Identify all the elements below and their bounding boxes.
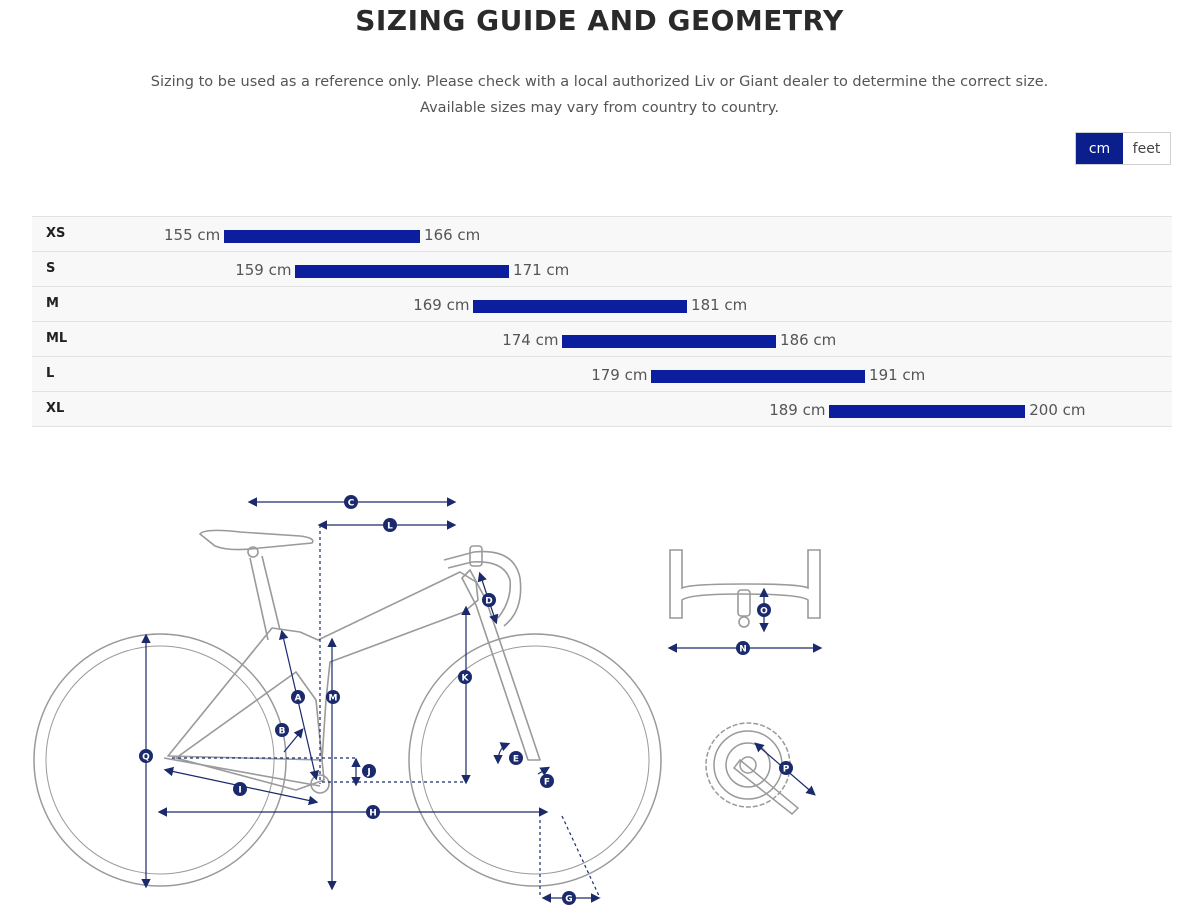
marker-j: J: [362, 764, 376, 778]
svg-text:L: L: [387, 522, 393, 532]
svg-text:A: A: [295, 694, 302, 704]
marker-l: L: [383, 518, 397, 532]
svg-text:H: H: [369, 809, 377, 819]
svg-text:D: D: [485, 597, 492, 607]
svg-text:B: B: [279, 727, 286, 737]
marker-o: O: [757, 603, 771, 617]
size-label: ML: [46, 331, 68, 346]
svg-text:Q: Q: [142, 753, 150, 763]
max-height-label: 200 cm: [1029, 401, 1086, 419]
handlebar-side: [443, 545, 522, 627]
min-height-label: 155 cm: [163, 226, 221, 244]
min-height-label: 179 cm: [591, 366, 648, 384]
min-height-label: 174 cm: [502, 331, 559, 349]
min-height-label: 159 cm: [235, 261, 292, 279]
max-height-label: 186 cm: [780, 331, 837, 349]
min-height-label: 169 cm: [413, 296, 470, 314]
height-range-bar: [473, 300, 688, 313]
size-row: XS 155 cm 166 cm: [32, 216, 1172, 251]
marker-k: K: [458, 670, 472, 684]
height-range-bar: [295, 265, 510, 278]
marker-g: G: [562, 891, 576, 905]
rear-wheel: [33, 633, 287, 887]
height-range-bar: [651, 370, 866, 383]
svg-text:N: N: [739, 645, 747, 655]
size-chart: XS 155 cm 166 cm S 159 cm 171 cm M 169 c…: [32, 216, 1172, 427]
svg-text:C: C: [348, 499, 355, 509]
svg-text:J: J: [366, 768, 370, 778]
page-title: SIZING GUIDE AND GEOMETRY: [355, 4, 844, 37]
max-height-label: 191 cm: [869, 366, 926, 384]
marker-p: P: [779, 761, 793, 775]
marker-h: H: [366, 805, 380, 819]
svg-text:F: F: [544, 778, 550, 788]
max-height-label: 166 cm: [424, 226, 481, 244]
max-height-label: 181 cm: [691, 296, 748, 314]
unit-toggle: cm feet: [1075, 132, 1171, 165]
geometry-diagram: C L D K M A B Q E J F I H G O N P: [33, 495, 823, 905]
marker-m: M: [326, 690, 340, 704]
size-row: S 159 cm 171 cm: [32, 251, 1172, 286]
saddle: [198, 529, 314, 558]
height-range-bar: [829, 405, 1026, 418]
size-row: XL 189 cm 200 cm: [32, 391, 1172, 427]
handlebar-top-view: [669, 549, 821, 628]
size-label: S: [46, 261, 56, 276]
size-label: XL: [46, 401, 65, 416]
marker-f: F: [540, 774, 554, 788]
marker-q: Q: [139, 749, 153, 763]
min-height-label: 189 cm: [769, 401, 826, 419]
marker-e: E: [509, 751, 523, 765]
front-wheel: [408, 633, 662, 887]
size-row: L 179 cm 191 cm: [32, 356, 1172, 391]
height-range-bar: [562, 335, 777, 348]
size-label: XS: [46, 226, 66, 241]
marker-i: I: [233, 782, 247, 796]
svg-text:M: M: [329, 694, 338, 704]
sizing-note: Sizing to be used as a reference only. P…: [150, 74, 1049, 90]
svg-text:G: G: [565, 895, 572, 905]
marker-a: A: [291, 690, 305, 704]
height-range-bar: [224, 230, 421, 243]
size-label: M: [46, 296, 59, 311]
unit-feet-button[interactable]: feet: [1123, 133, 1170, 164]
svg-text:K: K: [462, 674, 470, 684]
max-height-label: 171 cm: [513, 261, 570, 279]
unit-cm-button[interactable]: cm: [1076, 133, 1123, 164]
availability-note: Available sizes may vary from country to…: [420, 100, 779, 116]
marker-d: D: [482, 593, 496, 607]
size-row: ML 174 cm 186 cm: [32, 321, 1172, 356]
svg-text:O: O: [760, 607, 768, 617]
size-label: L: [46, 366, 55, 381]
svg-text:I: I: [238, 786, 241, 796]
marker-c: C: [344, 495, 358, 509]
svg-text:P: P: [783, 765, 790, 775]
size-row: M 169 cm 181 cm: [32, 286, 1172, 321]
svg-text:E: E: [513, 755, 519, 765]
marker-b: B: [275, 723, 289, 737]
marker-n: N: [736, 641, 750, 655]
